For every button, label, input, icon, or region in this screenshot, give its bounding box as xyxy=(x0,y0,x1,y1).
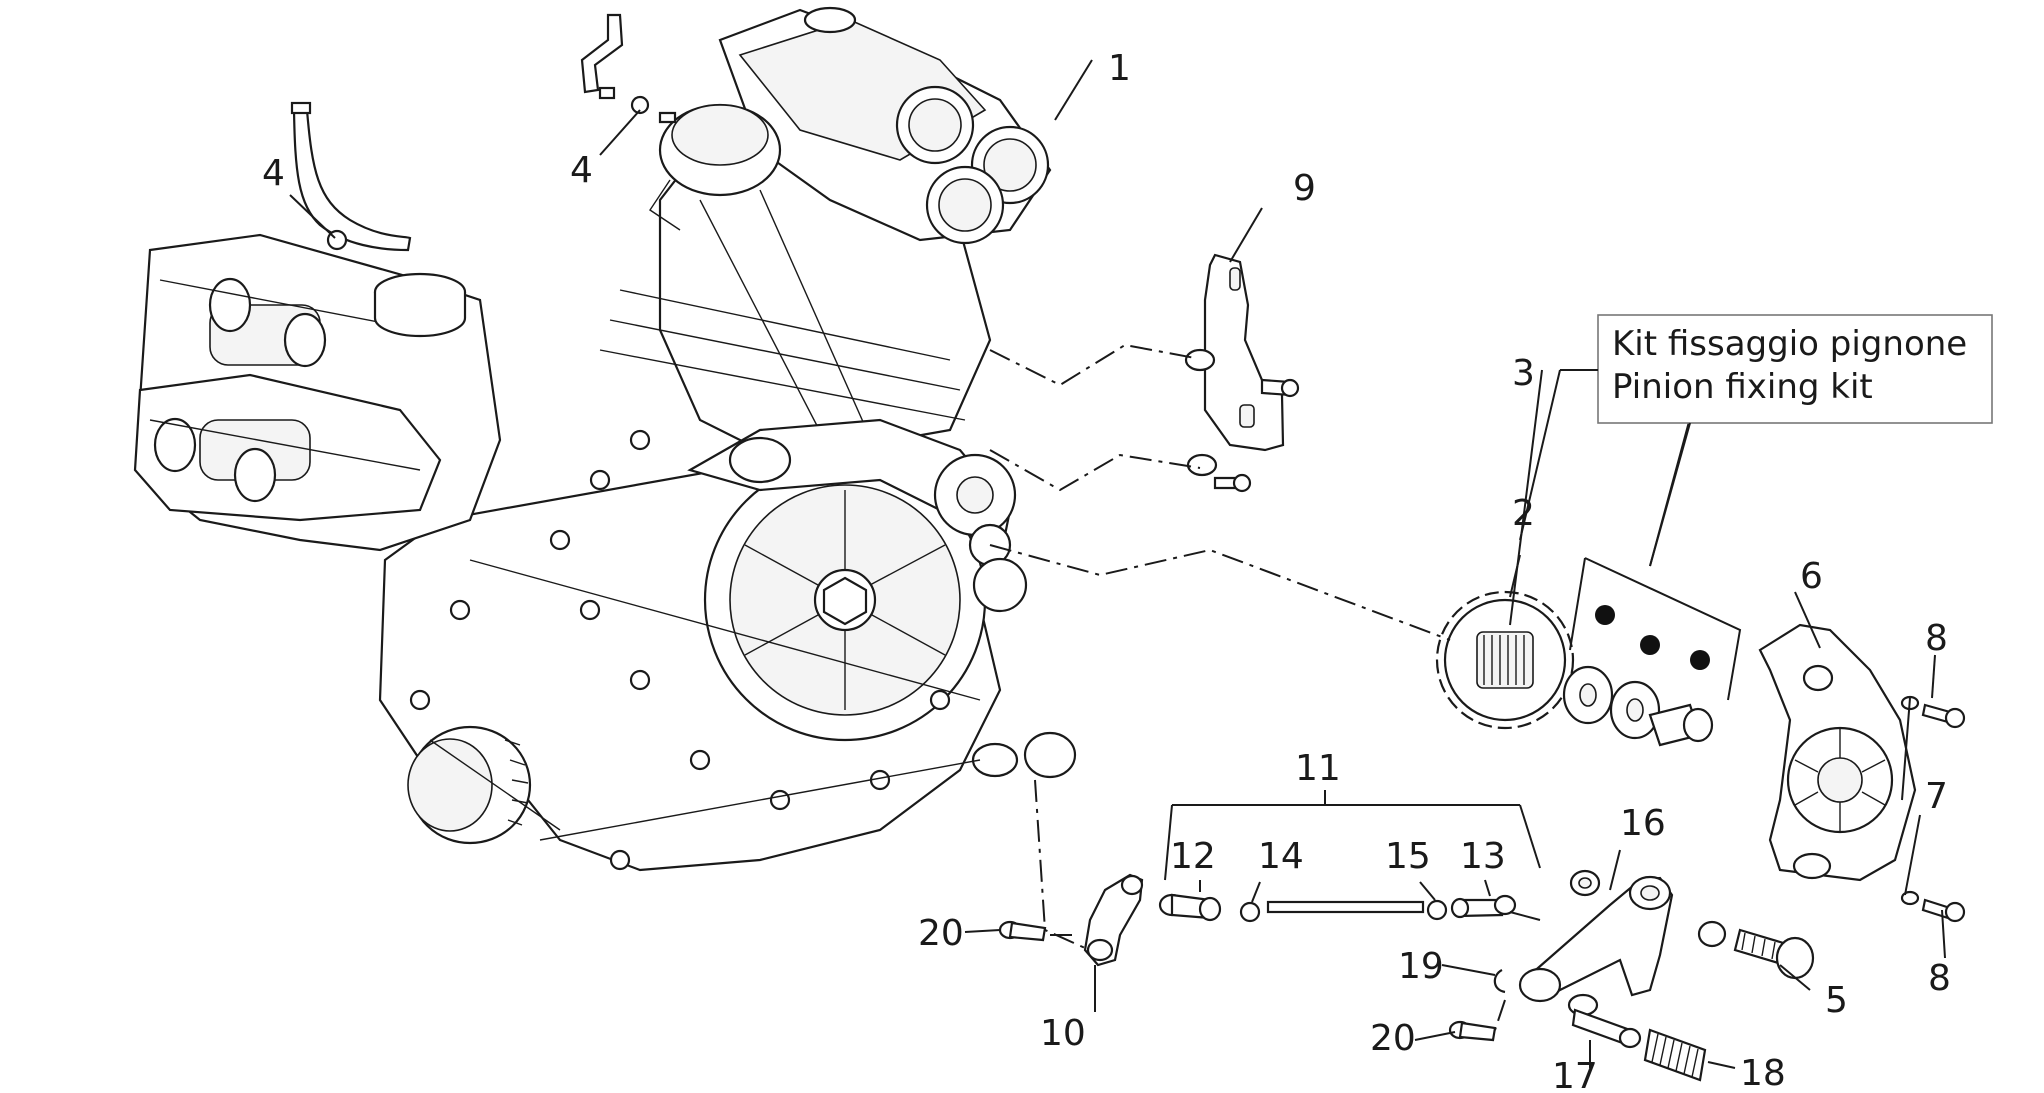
callout-20-left: 20 xyxy=(918,913,964,954)
callout-5: 5 xyxy=(1825,980,1848,1021)
leader-lines xyxy=(289,59,1946,1069)
footpeg-rubber-part-18 xyxy=(1643,1028,1707,1082)
callout-1: 1 xyxy=(1108,48,1131,89)
callout-3: 3 xyxy=(1512,353,1535,394)
breather-hose-top xyxy=(580,13,677,124)
callout-16: 16 xyxy=(1620,803,1666,844)
callout-20-bottom: 20 xyxy=(1370,1018,1416,1059)
callout-17: 17 xyxy=(1552,1056,1598,1093)
callout-8-top: 8 xyxy=(1925,618,1948,659)
callout-18: 18 xyxy=(1740,1053,1786,1093)
kit-label-italian: Kit fissaggio pignone xyxy=(1612,324,1967,364)
callout-8-bottom: 8 xyxy=(1928,958,1951,999)
assembly-dashed-lines xyxy=(989,343,1506,1031)
callout-11: 11 xyxy=(1295,748,1341,789)
pinion-fixing-kit-parts xyxy=(1562,557,1742,747)
clip-part-19 xyxy=(1493,969,1506,994)
callout-numbers: 1 2 3 4 4 5 6 7 8 8 9 10 11 12 13 14 15 … xyxy=(262,48,1951,1093)
callout-9: 9 xyxy=(1293,168,1316,209)
kit-label-english: Pinion fixing kit xyxy=(1612,367,1873,407)
pivot-bolt-part-5 xyxy=(1697,920,1815,980)
callout-7: 7 xyxy=(1925,776,1948,817)
callout-10: 10 xyxy=(1040,1013,1086,1054)
footpeg-pin-part-17 xyxy=(1567,993,1642,1049)
callout-6: 6 xyxy=(1800,556,1823,597)
kit-label-box: Kit fissaggio pignone Pinion fixing kit xyxy=(1560,314,1993,567)
bracket-part-9 xyxy=(1184,253,1300,493)
shift-rod-assembly xyxy=(1158,893,1541,923)
sprocket-cover xyxy=(1758,623,1917,882)
callout-14: 14 xyxy=(1258,836,1304,877)
front-sprocket xyxy=(1435,590,1575,730)
callout-4-left: 4 xyxy=(262,153,285,194)
callout-4-top: 4 xyxy=(570,150,593,191)
callout-19: 19 xyxy=(1398,946,1444,987)
callout-13: 13 xyxy=(1460,836,1506,877)
callout-15: 15 xyxy=(1385,836,1431,877)
screws-part-8 xyxy=(1900,695,1966,923)
screw-part-20-top xyxy=(998,920,1047,942)
callout-2: 2 xyxy=(1512,493,1535,534)
callout-12: 12 xyxy=(1170,836,1216,877)
breather-hose-left xyxy=(290,101,412,252)
screw-part-20-bottom xyxy=(1448,1020,1497,1042)
shift-arm-part-10 xyxy=(1083,873,1144,967)
engine-assembly xyxy=(133,6,1077,872)
gear-lever-part-16 xyxy=(1518,869,1674,1003)
